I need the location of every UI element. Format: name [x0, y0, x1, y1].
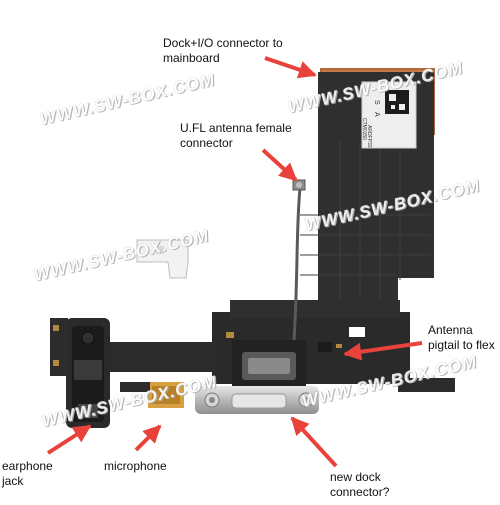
arrow-microphone — [134, 424, 162, 452]
label-line: new dock — [330, 470, 381, 484]
flex-right-extension — [398, 378, 455, 392]
arrow-dock-io — [264, 56, 317, 79]
chip-text-a: A — [373, 112, 380, 117]
label-new-dock: new dock connector? — [330, 470, 389, 500]
label-line: connector? — [330, 485, 390, 499]
chip-text-ctm: CTM0150 — [361, 118, 367, 140]
label-line: mainboard — [163, 51, 220, 65]
label-line: earphone — [2, 459, 53, 473]
flex-left-arm — [100, 342, 215, 372]
white-bracket — [136, 239, 189, 279]
label-line: Dock+I/O connector to — [163, 36, 283, 50]
earphone-jack-part — [50, 318, 110, 428]
arrow-ufl — [261, 148, 298, 182]
barcode-sticker — [361, 81, 417, 149]
chip-text-code: ARDFP33 — [366, 125, 372, 148]
arrow-antenna-pigtail — [343, 341, 423, 361]
microphone-part — [120, 382, 184, 408]
label-earphone: earphone jack — [2, 459, 53, 489]
label-antenna-pigtail: Antenna pigtail to flex — [428, 323, 495, 353]
arrow-earphone — [46, 424, 92, 455]
label-line: Antenna — [428, 323, 473, 337]
label-line: pigtail to flex — [428, 338, 495, 352]
label-microphone: microphone — [104, 459, 167, 474]
chip-text-s: S — [373, 100, 380, 105]
label-line: connector — [180, 136, 233, 150]
antenna-cable — [292, 179, 306, 341]
label-line: microphone — [104, 459, 167, 473]
arrow-new-dock — [290, 416, 338, 468]
label-ufl: U.FL antenna female connector — [180, 121, 292, 151]
label-dock-io: Dock+I/O connector to mainboard — [163, 36, 283, 66]
dock-connector-part — [195, 340, 319, 414]
label-line: jack — [2, 474, 24, 488]
label-line: U.FL antenna female — [180, 121, 292, 135]
